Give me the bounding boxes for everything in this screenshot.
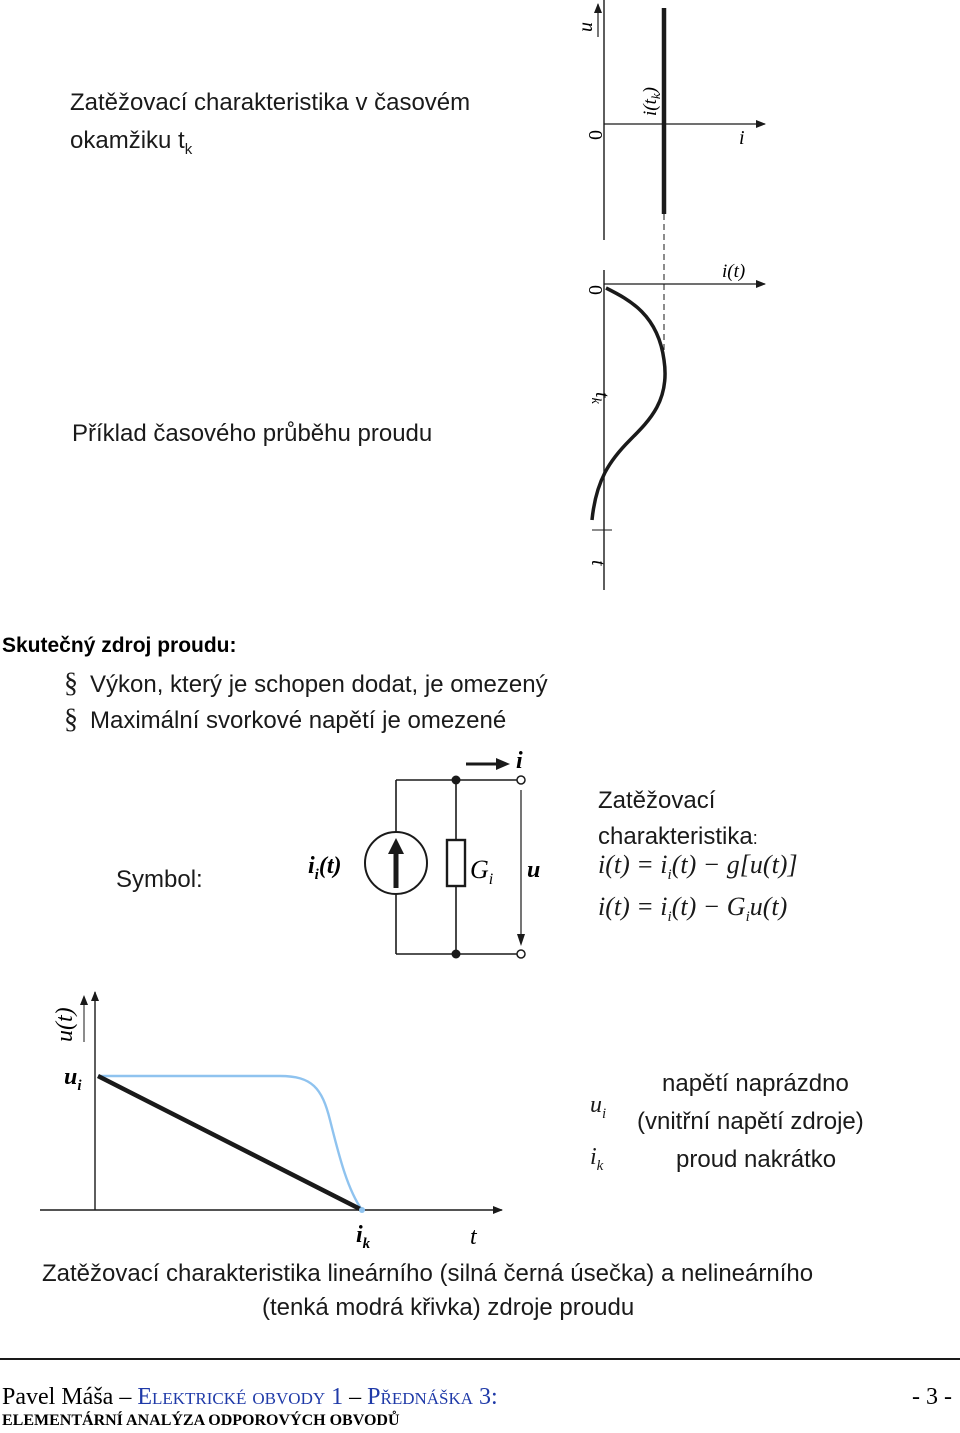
current-label: i	[516, 748, 523, 774]
footer-lecture: Přednáška 3:	[367, 1384, 498, 1410]
legend-ui-line1: napětí naprázdno	[662, 1070, 849, 1097]
voltage-arrow-icon	[517, 934, 525, 946]
formula-2: i(t) = ii(t) − Giu(t)	[598, 892, 788, 926]
linear-characteristic	[96, 1073, 364, 1213]
terminal-bottom	[516, 949, 526, 959]
example-caption: Příklad časového průběhu proudu	[72, 420, 433, 447]
legend-ik-symbol: ik	[590, 1144, 604, 1174]
top-caption-line1: Zatěžovací charakteristika v časovém	[70, 89, 471, 116]
voltage-label: u	[527, 857, 540, 883]
formula-1: i(t) = ii(t) − g[u(t)]	[598, 850, 798, 884]
conductance-label: Gi	[470, 855, 493, 888]
rotated-plots: u 0 i i(tk) 0 i(t) tk t	[575, 0, 766, 590]
t-label: t	[587, 560, 609, 566]
bullet-1: §Výkon, který je schopen dodat, je omeze…	[64, 668, 548, 699]
footer-title: Pavel Máša – Elektrické obvody 1 – Předn…	[2, 1384, 498, 1410]
source-label: ii(t)	[308, 853, 342, 883]
legend-ui-line2: (vnitřní napětí zdroje)	[637, 1108, 864, 1135]
nonlinear-curve	[98, 1074, 363, 1211]
circuit-symbol: i u ii(t) Gi	[308, 748, 540, 959]
current-waveform	[590, 286, 667, 521]
ui-axis-label: ui	[64, 1064, 82, 1094]
top-caption-line2: okamžiku tk	[70, 127, 193, 158]
load-char-title-line2: charakteristika:	[598, 823, 758, 850]
origin-label-top: 0	[585, 130, 607, 140]
bullet-2: §Maximální svorkové napětí je omezené	[64, 704, 507, 735]
section-icon: §	[64, 668, 78, 699]
footer-page-number: - 3 -	[912, 1384, 952, 1410]
y-axis-label: u(t)	[52, 1007, 78, 1042]
footer-subtitle: Elementární analýza odporových obvodů	[2, 1412, 400, 1429]
i-axis-label: i	[739, 127, 745, 149]
top-caption: Zatěžovací charakteristika v časovém oka…	[70, 84, 470, 169]
load-char-title-line1: Zatěžovací	[598, 787, 716, 814]
vi-characteristic-plot: u(t) ui ik t	[40, 991, 503, 1252]
legend-ik-line: proud nakrátko	[676, 1146, 837, 1173]
figure-caption-line2: (tenká modrá křivka) zdroje proudu	[262, 1294, 635, 1321]
section-icon: §	[64, 704, 78, 735]
legend-ui-symbol: ui	[590, 1092, 607, 1122]
marker-label: i(tk)	[640, 87, 663, 116]
current-axis-label: i(t)	[722, 261, 745, 282]
x-axis-label: t	[470, 1224, 478, 1250]
symbol-label: Symbol:	[116, 866, 203, 893]
load-char-title: Zatěžovací charakteristika:	[598, 783, 758, 856]
current-arrow-icon	[496, 758, 510, 770]
origin-label-bottom: 0	[585, 285, 607, 295]
conductance-icon	[445, 838, 467, 888]
terminal-top	[516, 775, 526, 785]
footer-author: Pavel Máša	[2, 1384, 114, 1410]
footer-rule	[0, 1358, 960, 1360]
u-axis-label: u	[575, 22, 597, 32]
footer-course: Elektrické obvody 1	[137, 1384, 344, 1410]
figure-caption-line1: Zatěžovací charakteristika lineárního (s…	[42, 1260, 814, 1287]
real-source-heading: Skutečný zdroj proudu:	[2, 634, 237, 657]
ik-axis-label: ik	[356, 1222, 371, 1252]
tk-label: tk	[588, 392, 613, 405]
current-source-icon	[364, 831, 428, 895]
